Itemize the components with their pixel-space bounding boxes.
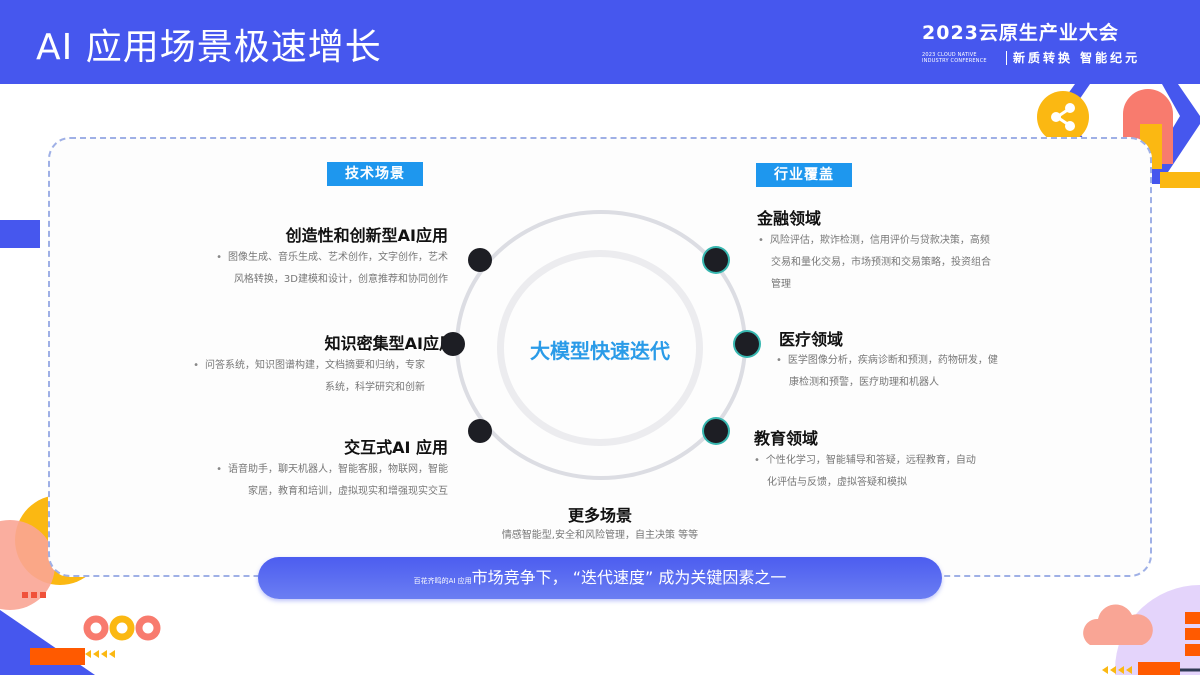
desc-line: 家居，教育和培训，虚拟现实和增强现实交互 (248, 486, 448, 497)
education-title: 教育领域 (754, 429, 819, 448)
desc-line: 化评估与反馈，虚拟答疑和模拟 (767, 477, 907, 488)
interactive-ai-title: 交互式AI 应用 (344, 438, 448, 457)
tag-tech-scenarios: 技术场景 (327, 162, 423, 186)
conclusion-banner: 百花齐鸣的AI 应用市场竞争下， “迭代速度” 成为关键因素之一 (258, 557, 942, 599)
brand-en-line2: INDUSTRY CONFERENCE (922, 57, 987, 64)
education-desc: • 个性化学习，智能辅导和答疑，远程教育，自动 化评估与反馈，虚拟答疑和模拟 (754, 450, 1024, 494)
brand-en-line1: 2023 CLOUD NATIVE (922, 51, 977, 58)
brand-english: 2023 CLOUD NATIVE INDUSTRY CONFERENCE (922, 52, 1000, 64)
header-bar: AI 应用场景极速增长 2023云原生产业大会 2023 CLOUD NATIV… (0, 0, 1200, 84)
more-scenarios-desc: 情感智能型,安全和风险管理，自主决策 等等 (501, 530, 699, 541)
brand-slogan: 新质转换 智能纪元 (1013, 51, 1141, 65)
bullet: • (776, 355, 782, 366)
desc-line: 语音助手，聊天机器人，智能客服，物联网，智能 (228, 464, 448, 475)
creative-ai-desc: • 图像生成、音乐生成、艺术创作，文字创作，艺术 风格转换，3D建模和设计，创意推… (150, 247, 448, 291)
decor-bottom-right-server (1083, 585, 1200, 675)
desc-line: 风险评估，欺诈检测，信用评价与贷款决策，高频 (769, 235, 990, 246)
page-title: AI 应用场景极速增长 (36, 27, 382, 68)
bullet: • (193, 360, 199, 371)
conference-brand: 2023云原生产业大会 2023 CLOUD NATIVE INDUSTRY C… (922, 18, 1162, 66)
banner-text: 市场竞争下， “迭代速度” 成为关键因素之一 (471, 568, 787, 587)
center-label: 大模型快速迭代 (530, 339, 670, 363)
node-education (704, 419, 728, 443)
bullet: • (758, 235, 764, 246)
decor-left-blue-bar (0, 220, 40, 248)
desc-line: 医学图像分析，疾病诊断和预测，药物研发，健 (787, 355, 998, 366)
tag-industry-coverage: 行业覆盖 (756, 163, 852, 187)
desc-line: 风格转换，3D建模和设计，创意推荐和协同创作 (233, 274, 448, 285)
node-medical (735, 332, 759, 356)
node-finance (704, 248, 728, 272)
knowledge-ai-title: 知识密集型AI应用 (324, 334, 455, 353)
knowledge-ai-desc: • 问答系统，知识图谱构建，文档摘要和归纳，专家 系统，科学研究和创新 (140, 355, 425, 399)
bullet: • (216, 252, 222, 263)
brand-title: 2023云原生产业大会 (922, 22, 1119, 44)
medical-title: 医疗领域 (779, 330, 844, 349)
medical-desc: • 医学图像分析，疾病诊断和预测，药物研发，健 康检测和预警，医疗助理和机器人 (776, 350, 1046, 394)
node-creative-ai (468, 248, 492, 272)
desc-line: 康检测和预警，医疗助理和机器人 (789, 377, 939, 388)
finance-desc: • 风险评估，欺诈检测，信用评价与贷款决策，高频 交易和量化交易，市场预测和交易策… (758, 230, 1038, 296)
bullet: • (754, 455, 760, 466)
inner-ring (497, 250, 703, 446)
node-interactive-ai (468, 419, 492, 443)
desc-line: 问答系统，知识图谱构建，文档摘要和归纳，专家 (205, 360, 425, 371)
desc-line: 个性化学习，智能辅导和答疑，远程教育，自动 (765, 455, 976, 466)
node-knowledge-ai (441, 332, 465, 356)
banner-prefix: 百花齐鸣的AI 应用 (413, 577, 472, 585)
finance-title: 金融领域 (757, 209, 822, 228)
desc-line: 管理 (771, 279, 791, 290)
desc-line: 系统，科学研究和创新 (325, 382, 425, 393)
more-scenarios-title: 更多场景 (567, 506, 632, 525)
interactive-ai-desc: • 语音助手，聊天机器人，智能客服，物联网，智能 家居，教育和培训，虚拟现实和增强… (150, 459, 448, 503)
creative-ai-title: 创造性和创新型AI应用 (285, 226, 448, 245)
brand-divider (1006, 50, 1007, 65)
desc-line: 图像生成、音乐生成、艺术创作，文字创作，艺术 (228, 252, 448, 263)
share-icon (1037, 91, 1089, 143)
bullet: • (216, 464, 222, 475)
desc-line: 交易和量化交易，市场预测和交易策略，投资组合 (771, 257, 991, 268)
